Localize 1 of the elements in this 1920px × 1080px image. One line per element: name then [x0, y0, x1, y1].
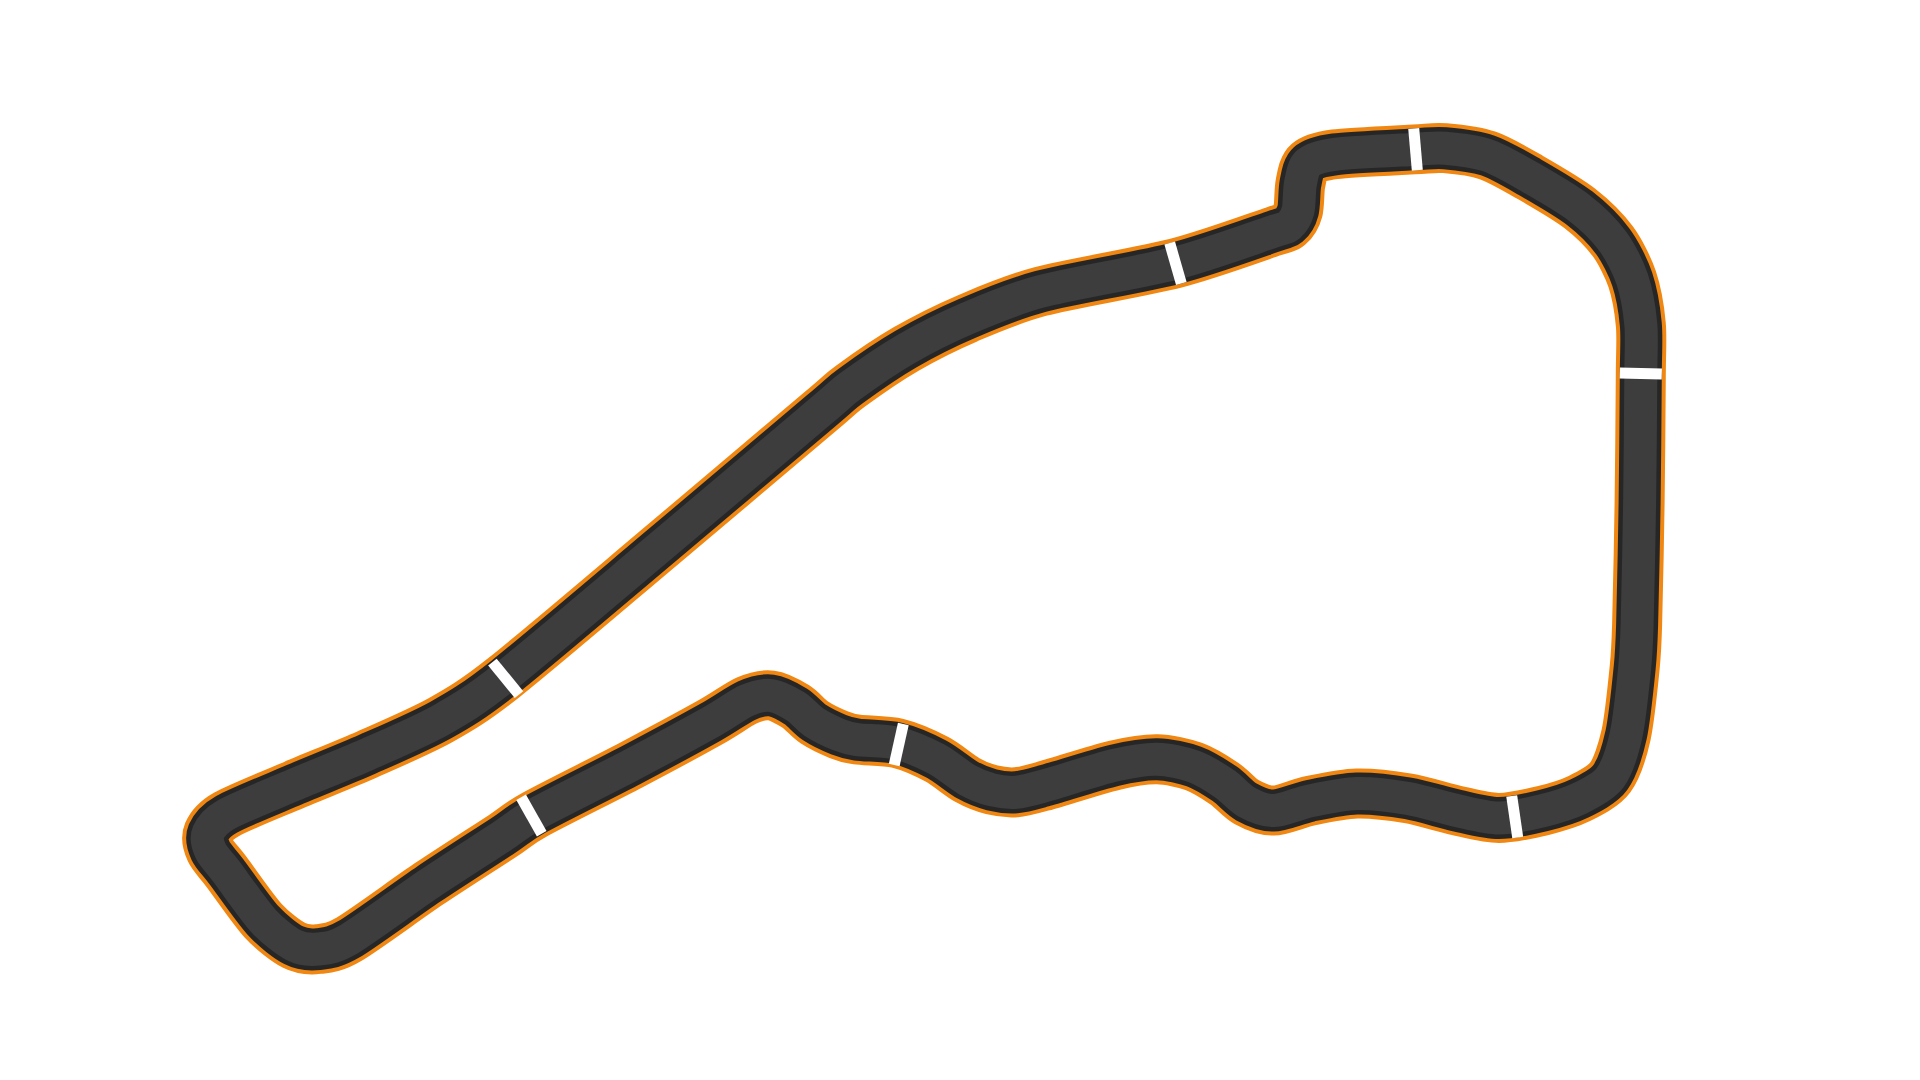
race-track: [182, 122, 1667, 975]
